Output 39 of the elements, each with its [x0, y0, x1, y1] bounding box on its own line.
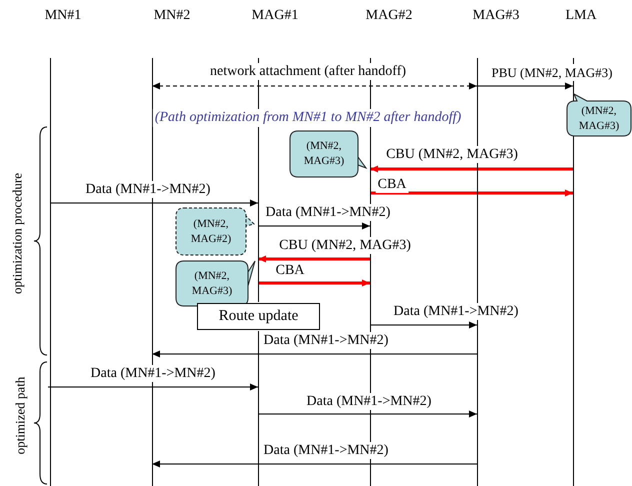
- message-arrow: [152, 460, 478, 468]
- message-arrow: [476, 82, 574, 90]
- participant-label: MAG#2: [366, 9, 412, 23]
- message-arrow: [370, 190, 573, 196]
- participant-label: MN#2: [154, 9, 190, 23]
- speech-bubble: (MN#2, MAG#3): [176, 260, 256, 306]
- edge-label: PBU (MN#2, MAG#3): [490, 64, 614, 81]
- phase-label: optimization procedure: [10, 172, 24, 296]
- message-arrow: [152, 350, 478, 358]
- edge-label: Data (MN#1->MN#2): [392, 303, 520, 320]
- edge-label: CBU (MN#2, MAG#3): [384, 146, 520, 163]
- edge-label: Data (MN#1->MN#2): [304, 393, 434, 410]
- edge-label: Data (MN#1->MN#2): [88, 365, 218, 382]
- message-arrow: [258, 280, 370, 286]
- message-arrow: [48, 384, 258, 390]
- message-arrow: [370, 322, 478, 328]
- message-arrow: [258, 256, 370, 262]
- message-arrow: [50, 200, 258, 206]
- phase-label: optimized path: [12, 376, 28, 456]
- participant-label: MN#1: [44, 9, 82, 23]
- edge-label: Data (MN#1->MN#2): [84, 181, 212, 198]
- speech-bubble: (MN#2, MAG#2): [176, 208, 255, 256]
- speech-bubble: (MN#2, MAG#3): [567, 93, 632, 137]
- process-box: Route update: [197, 303, 320, 330]
- edge-label: CBA: [376, 176, 408, 193]
- edge-label: Data (MN#1->MN#2): [264, 204, 392, 221]
- speech-bubble: (MN#2, MAG#3): [290, 131, 367, 178]
- message-arrow: [258, 222, 370, 230]
- edge-label: network attachment (after handoff): [208, 63, 408, 80]
- edge-label: CBU (MN#2, MAG#3): [277, 237, 413, 254]
- edge-label: Data (MN#1->MN#2): [262, 442, 390, 459]
- message-arrow: [258, 410, 478, 418]
- note-text: (Path optimization from MN#1 to MN#2 after handoff): [152, 109, 464, 127]
- message-arrow: [152, 82, 478, 90]
- participant-label: LMA: [565, 9, 597, 23]
- edge-label: Data (MN#1->MN#2): [262, 332, 390, 349]
- participant-label: MAG#3: [472, 9, 520, 23]
- message-arrow: [370, 166, 573, 172]
- participant-label: MAG#1: [252, 9, 298, 23]
